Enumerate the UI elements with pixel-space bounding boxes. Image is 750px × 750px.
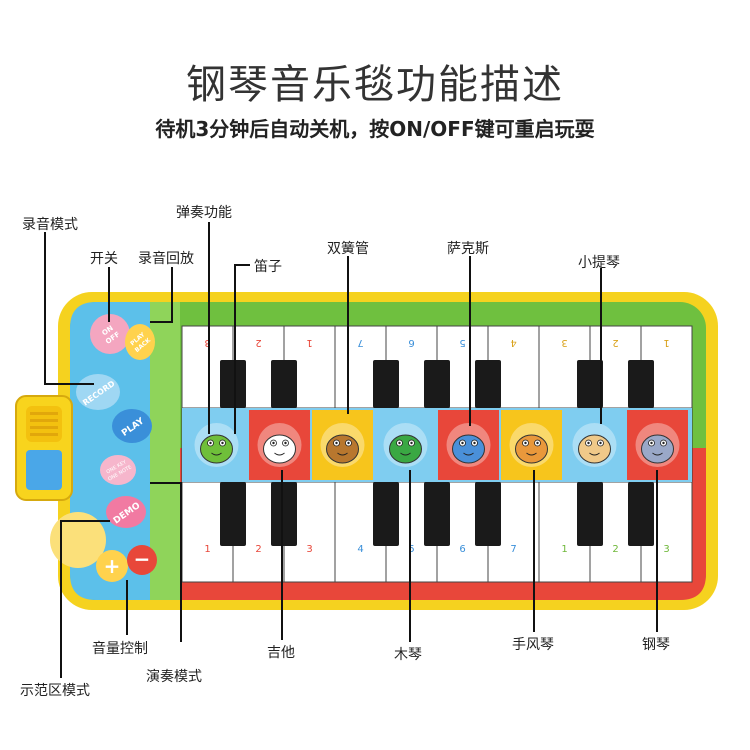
label-guitar: 吉他 (267, 645, 295, 661)
top-key-number: 2 (612, 337, 618, 348)
leader-demo-mode-h (60, 520, 110, 522)
leader-flute (234, 264, 236, 434)
bottom-key-number: 4 (357, 544, 363, 555)
leader-xylophone (409, 470, 411, 642)
hippo-icon (635, 423, 680, 467)
bottom-key-number: 2 (612, 544, 618, 555)
label-on-off: 开关 (90, 251, 118, 267)
monkey-icon (320, 423, 365, 467)
label-record-mode: 录音模式 (22, 217, 78, 233)
bottom-key-number: 7 (510, 544, 516, 555)
record-button: RECORD (76, 374, 120, 410)
leader-volume (126, 580, 128, 635)
top-key-number: 1 (306, 337, 312, 348)
leader-record-mode-h (44, 383, 94, 385)
label-violin: 小提琴 (578, 255, 620, 271)
top-key-number: 7 (357, 337, 363, 348)
black-key-bottom (271, 482, 297, 546)
bottom-key-number: 3 (306, 544, 312, 555)
bottom-key-number: 1 (561, 544, 567, 555)
leader-record-playback (171, 267, 173, 323)
label-play-function: 弹奏功能 (176, 205, 232, 221)
top-key-number: 6 (408, 337, 414, 348)
leader-piano (656, 470, 658, 632)
speaker-grille (26, 406, 62, 442)
top-key-number: 3 (561, 337, 567, 348)
black-key-top (220, 360, 246, 408)
top-key-number: 3 (204, 337, 210, 348)
top-key-number: 1 (663, 337, 669, 348)
leader-on-off (108, 267, 110, 322)
giraffe-icon (572, 423, 617, 467)
leader-flute-h (234, 264, 250, 266)
on-off-button: ON OFF (90, 314, 130, 354)
volume-minus-button: − (127, 545, 157, 575)
volume-plus-button: + (96, 550, 128, 582)
bottom-key-number: 2 (255, 544, 261, 555)
black-key-bottom (475, 482, 501, 546)
leader-violin (600, 268, 602, 424)
label-flute: 笛子 (254, 259, 282, 275)
bottom-key-number: 6 (459, 544, 465, 555)
label-xylophone: 木琴 (394, 647, 422, 663)
leader-accordion (533, 470, 535, 632)
label-saxophone: 萨克斯 (447, 241, 489, 257)
leader-record-playback-h (150, 321, 173, 323)
black-key-bottom (577, 482, 603, 546)
svg-text:+: + (104, 554, 121, 578)
bottom-key-number: 5 (408, 544, 414, 555)
top-key-number: 4 (510, 337, 516, 348)
page-subtitle: 待机3分钟后自动关机，按ON/OFF键可重启玩耍 (155, 117, 595, 141)
black-key-top (475, 360, 501, 408)
sun-icon (50, 512, 106, 568)
leader-clarinet (347, 256, 349, 414)
black-key-bottom (373, 482, 399, 546)
crocodile-icon (383, 423, 428, 467)
speaker-panel (26, 450, 62, 490)
play-button: PLAY (112, 409, 152, 443)
black-key-top (628, 360, 654, 408)
leader-demo-mode (60, 520, 62, 678)
top-key-number: 5 (459, 337, 465, 348)
black-key-bottom (424, 482, 450, 546)
black-keys (220, 360, 654, 546)
leader-record-mode (44, 232, 46, 384)
label-performance-mode: 演奏模式 (146, 669, 202, 685)
one-key-one-note-button: ONE KEY ONE NOTE (100, 455, 136, 485)
black-key-bottom (220, 482, 246, 546)
lion-icon (509, 423, 554, 467)
label-volume: 音量控制 (92, 641, 148, 657)
leader-play-function (208, 222, 210, 434)
label-record-playback: 录音回放 (138, 251, 194, 267)
black-key-top (577, 360, 603, 408)
leader-guitar (281, 470, 283, 640)
leader-performance (180, 482, 182, 642)
bottom-key-number: 3 (663, 544, 669, 555)
label-piano: 钢琴 (642, 637, 670, 653)
page-title: 钢琴音乐毯功能描述 (186, 62, 564, 108)
label-clarinet: 双簧管 (327, 241, 369, 257)
leader-performance-h (150, 482, 182, 484)
animal-tiles (186, 410, 688, 480)
black-key-bottom (628, 482, 654, 546)
svg-text:−: − (134, 547, 151, 571)
black-key-top (271, 360, 297, 408)
play-back-button: PLAY BACK (125, 324, 155, 360)
demo-button: DEMO (106, 496, 146, 528)
black-key-top (424, 360, 450, 408)
elephant-icon (446, 423, 491, 467)
leader-saxophone (469, 256, 471, 426)
label-accordion: 手风琴 (512, 637, 554, 653)
zebra-icon (257, 423, 302, 467)
frog-icon (194, 423, 239, 467)
top-key-number: 2 (255, 337, 261, 348)
label-demo-mode: 示范区模式 (20, 683, 90, 699)
black-key-top (373, 360, 399, 408)
control-panel-grass (150, 302, 180, 600)
bottom-key-number: 1 (204, 544, 210, 555)
